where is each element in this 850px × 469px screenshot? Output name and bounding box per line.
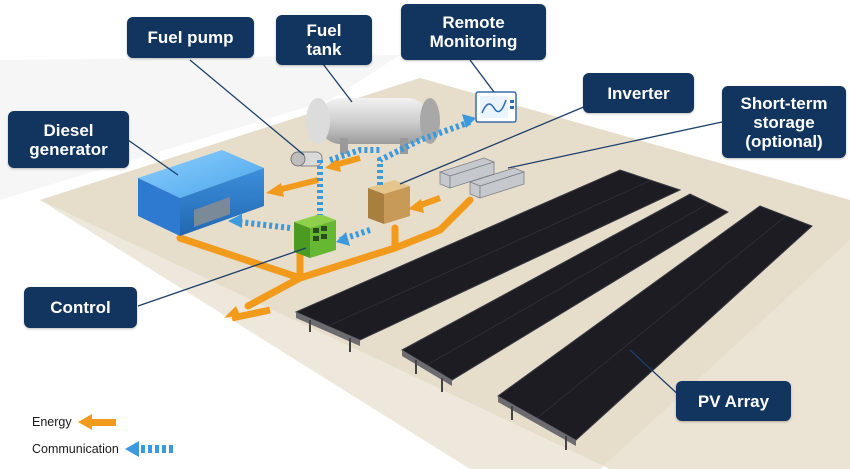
inverter-illustration [368, 180, 410, 224]
pv-grid-lines [327, 179, 787, 419]
pv-array-3 [497, 205, 813, 450]
label-fuel-pump: Fuel pump [127, 17, 254, 58]
communication-arrowheads [228, 114, 476, 246]
monitor-screen-illustration [475, 91, 517, 123]
legend-communication: Communication [32, 441, 181, 457]
control-box-illustration [294, 214, 336, 258]
pv-array-1 [294, 169, 682, 352]
energy-arrow-icon [77, 414, 116, 430]
leader-lines [127, 59, 723, 399]
pv-array-2 [400, 193, 730, 392]
label-fuel-tank: Fuel tank [276, 15, 372, 65]
label-short-term-storage: Short-term storage (optional) [722, 86, 846, 158]
label-pv-array: PV Array [676, 381, 791, 421]
diesel-generator-illustration [138, 150, 264, 236]
storage-racks-illustration [438, 157, 526, 199]
label-remote-monitoring: Remote Monitoring [401, 4, 546, 60]
legend-energy-label: Energy [32, 415, 72, 429]
label-inverter: Inverter [583, 73, 694, 113]
energy-flow-lines [176, 196, 474, 310]
fuel-pump-illustration [290, 151, 323, 167]
label-diesel-generator: Diesel generator [8, 111, 129, 168]
legend-energy: Energy [32, 414, 118, 430]
label-control: Control [24, 287, 137, 328]
energy-arrows [224, 155, 442, 322]
communication-arrow-icon [124, 441, 173, 457]
fuel-tank-illustration [306, 98, 440, 154]
legend-communication-label: Communication [32, 442, 119, 456]
